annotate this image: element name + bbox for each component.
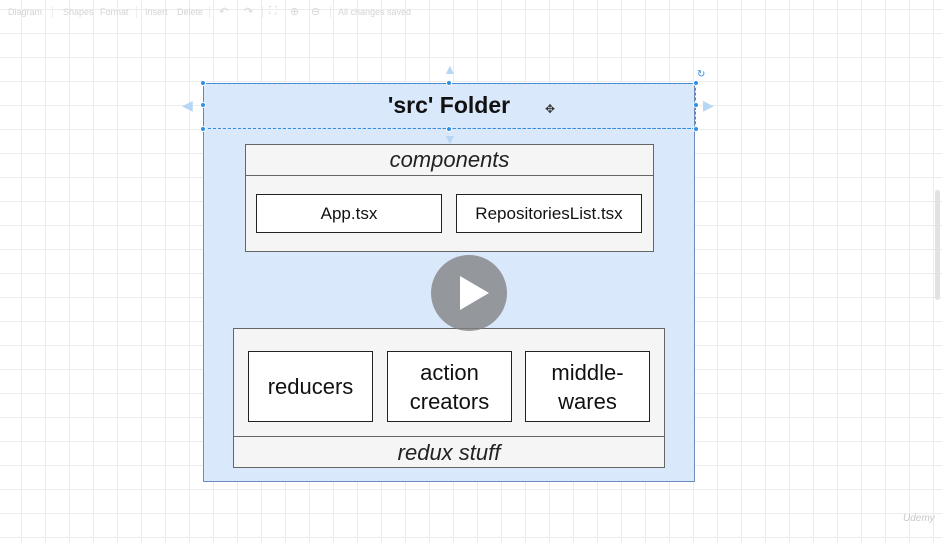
action-creators-box[interactable]: action creators — [387, 351, 512, 422]
repositories-list-tsx-box[interactable]: RepositoriesList.tsx — [456, 194, 642, 233]
components-group-label[interactable]: components — [245, 144, 654, 176]
middlewares-box[interactable]: middle- wares — [525, 351, 650, 422]
rotate-icon[interactable]: ↻ — [697, 69, 706, 80]
resize-handle[interactable] — [446, 126, 452, 132]
delete-button[interactable]: Delete — [177, 7, 204, 17]
play-button[interactable] — [431, 255, 507, 331]
arrow-left-icon[interactable]: ◀ — [182, 97, 193, 113]
resize-handle[interactable] — [446, 80, 452, 86]
toolbar-divider — [330, 6, 331, 18]
arrow-up-icon[interactable]: ▲ — [443, 61, 457, 77]
format-button[interactable]: Format — [100, 7, 129, 17]
diagram-menu[interactable]: Diagram — [8, 7, 43, 17]
udemy-watermark: Udemy — [903, 513, 935, 524]
toolbar-divider — [52, 6, 53, 18]
resize-handle[interactable] — [200, 126, 206, 132]
move-cursor-icon: ✥ — [545, 102, 556, 116]
resize-handle[interactable] — [200, 80, 206, 86]
resize-handle[interactable] — [693, 102, 699, 108]
vertical-scrollbar[interactable] — [935, 190, 940, 300]
app-tsx-box[interactable]: App.tsx — [256, 194, 442, 233]
resize-handle[interactable] — [693, 80, 699, 86]
reducers-box[interactable]: reducers — [248, 351, 373, 422]
toolbar: Diagram Shapes Format Insert Delete ↶ ↷ … — [0, 0, 942, 24]
arrow-right-icon[interactable]: ▶ — [703, 97, 714, 113]
resize-handle[interactable] — [200, 102, 206, 108]
insert-button[interactable]: Insert — [145, 7, 168, 17]
resize-handle[interactable] — [693, 126, 699, 132]
zoom-in-icon[interactable]: ⊕ — [290, 6, 300, 18]
undo-icon[interactable]: ↶ — [219, 6, 229, 18]
fullscreen-icon[interactable]: ⛶ — [269, 5, 277, 17]
selection-outline — [203, 83, 696, 129]
toolbar-divider — [209, 6, 210, 18]
shapes-button[interactable]: Shapes — [63, 7, 94, 17]
zoom-out-icon[interactable]: ⊖ — [311, 6, 321, 18]
toolbar-divider — [262, 6, 263, 18]
save-status: All changes saved — [338, 7, 412, 17]
play-icon — [460, 276, 489, 310]
toolbar-divider — [136, 6, 137, 18]
redux-group-label[interactable]: redux stuff — [233, 436, 665, 468]
arrow-down-icon[interactable]: ▼ — [443, 131, 457, 147]
redo-icon[interactable]: ↷ — [244, 6, 254, 18]
